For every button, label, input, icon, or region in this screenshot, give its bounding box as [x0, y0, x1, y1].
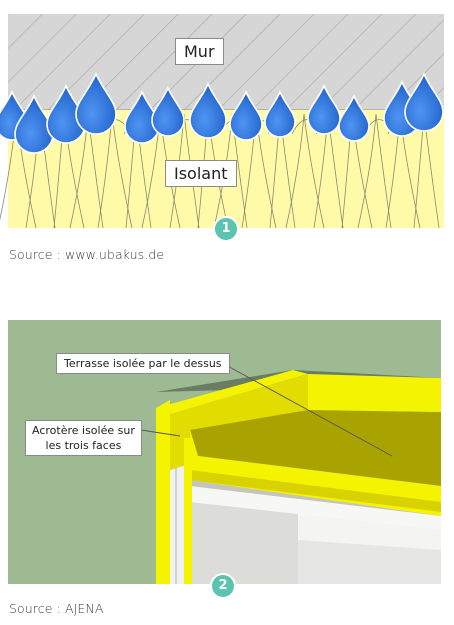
figure2-source: Source : AJENA — [9, 601, 104, 616]
water-drop-icon — [264, 90, 296, 138]
condensation-diagram: Mur Isolant 1 — [0, 14, 444, 242]
insulation-fiber — [213, 113, 248, 229]
water-drop-icon — [404, 72, 444, 132]
water-drop-icon — [189, 82, 227, 139]
water-drop-icon — [151, 86, 185, 137]
condensation-illustration — [0, 14, 444, 229]
figure-number-badge: 1 — [213, 216, 239, 242]
figure1-source: Source : www.ubakus.de — [9, 247, 165, 262]
figure-number-badge: 2 — [210, 573, 236, 599]
insulation-fiber — [357, 113, 392, 229]
parapet-callout-line2: les trois faces — [45, 439, 122, 452]
parapet-callout-line1: Acrotère isolée sur — [32, 424, 135, 437]
water-drop-icon — [229, 90, 263, 141]
insulation-fiber — [285, 113, 325, 229]
water-drop-icon — [75, 72, 117, 135]
water-drop-icon — [307, 84, 341, 135]
insulation-label: Isolant — [165, 160, 237, 187]
parapet-diagram: Terrasse isolée par le dessus Acrotère i… — [8, 320, 441, 599]
wall-layer — [8, 14, 444, 110]
terrace-callout: Terrasse isolée par le dessus — [56, 353, 230, 374]
water-drop-icon — [338, 94, 370, 142]
insulation-fiber — [169, 113, 200, 229]
parapet-callout: Acrotère isolée sur les trois faces — [25, 420, 142, 456]
wall-label: Mur — [175, 38, 224, 65]
